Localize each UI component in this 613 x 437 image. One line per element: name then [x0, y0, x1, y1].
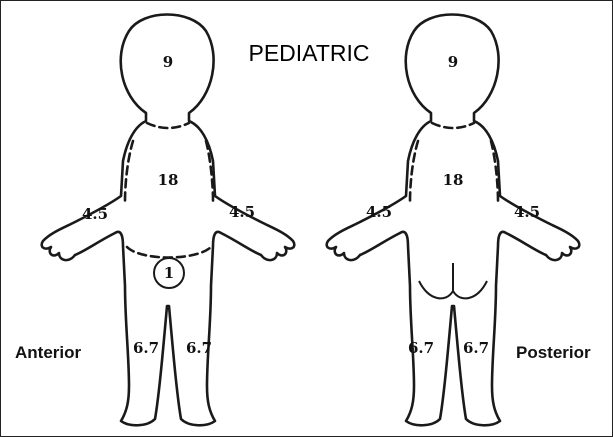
anterior-leg-right-value: 6.7	[186, 339, 212, 357]
anterior-arm-left-value: 4.5	[82, 205, 108, 223]
posterior-leg-left-value: 6.7	[408, 339, 434, 357]
anterior-trunk-value: 18	[158, 171, 179, 189]
anterior-head-value: 9	[163, 53, 173, 71]
anterior-leg-left-value: 6.7	[133, 339, 159, 357]
anterior-hip-line	[127, 247, 211, 258]
posterior-figure: 9 18 4.5 4.5 6.7 6.7 Posterior	[327, 15, 591, 426]
posterior-leg-right-value: 6.7	[463, 339, 489, 357]
anterior-arm-right-value: 4.5	[229, 203, 255, 221]
posterior-head-value: 9	[448, 53, 458, 71]
perineum-value: 1	[164, 264, 174, 282]
anterior-neck-line	[147, 123, 189, 128]
posterior-body-outline	[327, 15, 580, 426]
posterior-label: Posterior	[516, 343, 591, 362]
chart-title: PEDIATRIC	[249, 40, 370, 66]
posterior-arm-right-value: 4.5	[514, 203, 540, 221]
anterior-figure: 9 18 4.5 4.5 1 6.7 6.7 Anterior	[15, 15, 294, 426]
posterior-trunk-value: 18	[443, 171, 464, 189]
anterior-label: Anterior	[15, 343, 82, 362]
posterior-arm-left-value: 4.5	[366, 203, 392, 221]
anterior-body-outline	[42, 15, 295, 426]
posterior-neck-line	[432, 123, 474, 128]
